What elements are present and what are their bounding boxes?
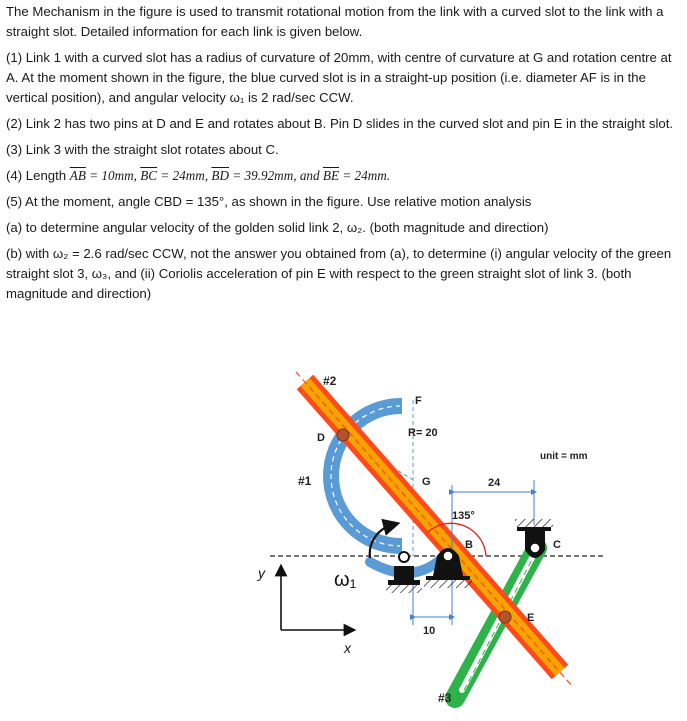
point-b-label: B — [465, 539, 473, 551]
omega-1-label: ω₁ — [334, 569, 357, 591]
coordinate-axes — [274, 563, 357, 637]
link-3-label: #3 — [438, 691, 452, 705]
item-4-prefix: (4) Length — [6, 168, 70, 183]
problem-item-1: (1) Link 1 with a curved slot has a radi… — [6, 50, 672, 105]
problem-text: The Mechanism in the figure is used to t… — [6, 2, 682, 310]
omega-1-arrow — [368, 518, 401, 559]
pivot-support-b — [424, 548, 472, 588]
pivot-support-a — [386, 551, 422, 593]
axis-x-label: x — [343, 640, 352, 656]
point-e-label: E — [527, 612, 534, 624]
angle-arc-135 — [427, 522, 487, 557]
problem-intro: The Mechanism in the figure is used to t… — [6, 4, 664, 39]
problem-item-5: (5) At the moment, angle CBD = 135°, as … — [6, 194, 532, 209]
unit-label: unit = mm — [540, 451, 588, 462]
pivot-support-c — [515, 519, 553, 558]
link-2-label: #2 — [323, 374, 337, 388]
problem-item-4: (4) Length AB = 10mm, BC = 24mm, BD = 39… — [6, 166, 682, 186]
pin-d — [336, 428, 350, 442]
problem-part-b: (b) with ω₂ = 2.6 rad/sec CCW, not the a… — [6, 246, 672, 301]
problem-item-3: (3) Link 3 with the straight slot rotate… — [6, 142, 279, 157]
length-bc-value: = 24mm, — [157, 168, 212, 183]
length-bd-value: = 39.92mm, and — [229, 168, 323, 183]
axis-y-label: y — [257, 565, 266, 581]
problem-item-2: (2) Link 2 has two pins at D and E and r… — [6, 116, 674, 131]
point-f-label: F — [415, 395, 422, 407]
length-bc-symbol: BC — [140, 168, 158, 183]
angle-135-label: 135° — [452, 510, 475, 522]
length-be-symbol: BE — [322, 168, 340, 183]
length-ab-value: = 10mm, — [85, 168, 141, 183]
radius-label: R= 20 — [408, 427, 438, 439]
link-1-label: #1 — [298, 474, 312, 488]
problem-part-a: (a) to determine angular velocity of the… — [6, 220, 549, 235]
point-c-label: C — [553, 539, 561, 551]
dimension-10-label: 10 — [423, 625, 435, 637]
point-g-label: G — [422, 476, 431, 488]
length-ab-symbol: AB — [69, 168, 86, 183]
dimension-24-label: 24 — [488, 477, 501, 489]
link-3-straight-slot — [445, 538, 547, 708]
length-be-value: = 24mm. — [339, 168, 391, 183]
point-d-label: D — [317, 432, 325, 444]
pin-e — [498, 610, 512, 624]
length-bd-symbol: BD — [211, 168, 230, 183]
